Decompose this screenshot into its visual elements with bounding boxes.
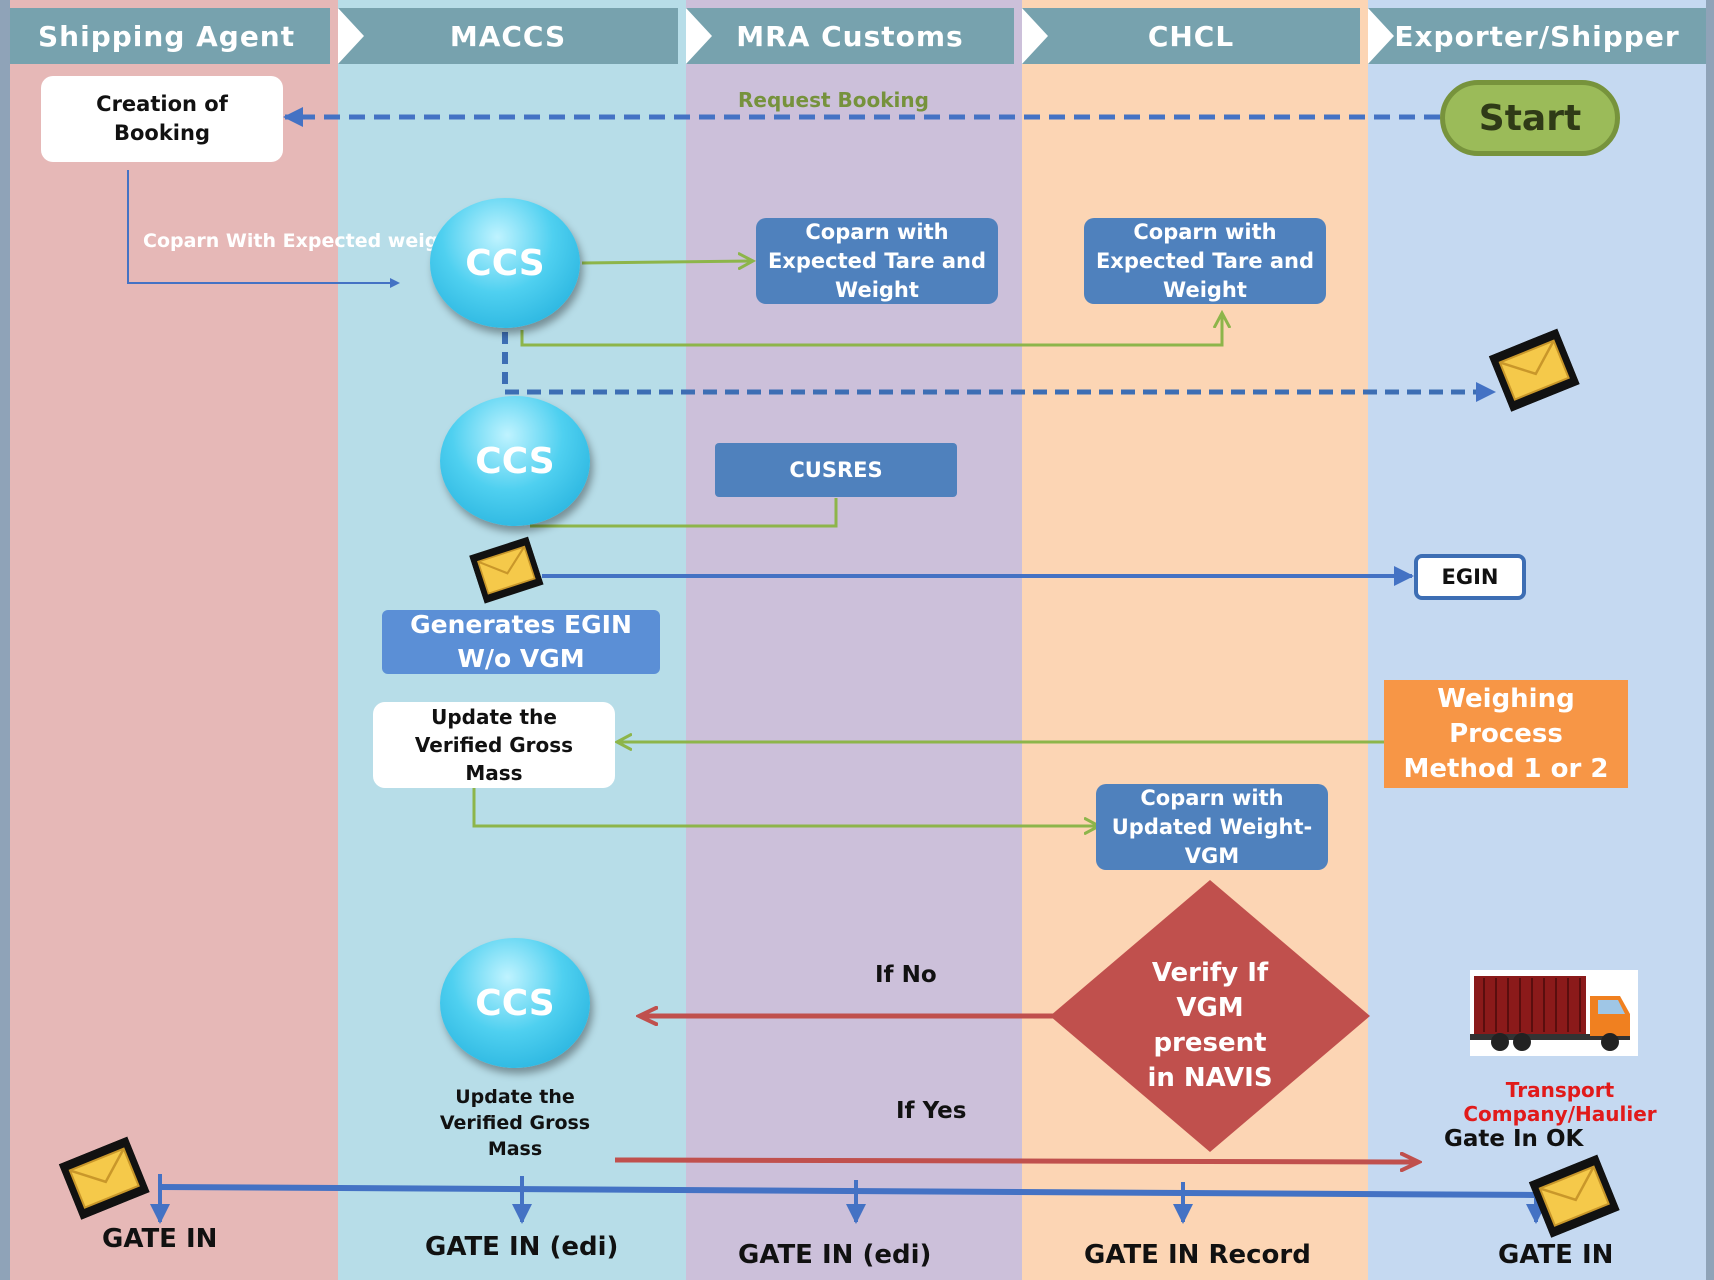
gate-in-shipping-agent: GATE IN — [102, 1224, 218, 1254]
envelope-icon — [1488, 328, 1582, 415]
lane-header-maccs: MACCS — [338, 8, 678, 64]
envelope-icon — [1528, 1154, 1622, 1241]
edge-ccs-to-coparn-mra — [581, 261, 752, 263]
ccs-node-2: CCS — [440, 396, 590, 526]
edge-cusres-to-ccs — [530, 498, 838, 528]
header-chevron — [686, 8, 712, 64]
update-vgm-box: Update the Verified Gross Mass — [373, 702, 615, 788]
verify-vgm-diamond — [1050, 880, 1370, 1152]
egin-box: EGIN — [1414, 554, 1526, 600]
edge-booking-to-ccs — [127, 170, 400, 288]
header-chevron — [1368, 8, 1394, 64]
cusres-box: CUSRES — [715, 443, 957, 497]
edge-if-yes — [614, 1160, 1418, 1162]
lane-exporter-shipper — [1368, 0, 1706, 1280]
coparn-updated-box: Coparn with Updated Weight- VGM — [1096, 784, 1328, 870]
generates-egin-box: Generates EGIN W/o VGM — [382, 610, 660, 674]
envelope-icon — [469, 536, 545, 608]
lane-header-exporter-shipper: Exporter/Shipper — [1368, 8, 1706, 64]
gate-in-ok-label: Gate In OK — [1444, 1126, 1584, 1152]
update-vgm-text: Update the Verified Gross Mass — [439, 1086, 591, 1160]
truck-icon — [1470, 970, 1638, 1056]
verify-vgm-label: Verify If VGM present in NAVIS — [1147, 958, 1273, 1093]
coparn-mra-box: Coparn with Expected Tare and Weight — [756, 218, 998, 304]
ccs-node-3: CCS — [440, 938, 590, 1068]
start-node: Start — [1440, 80, 1620, 156]
header-chevron — [338, 8, 364, 64]
transport-company-label: Transport Company/Haulier — [1463, 1078, 1657, 1126]
lane-header-chcl: CHCL — [1022, 8, 1360, 64]
header-chevron — [1022, 8, 1048, 64]
request-booking-label: Request Booking — [738, 88, 929, 112]
lane-header-mra-customs: MRA Customs — [686, 8, 1014, 64]
envelope-icon — [58, 1136, 152, 1223]
weighing-process-box: Weighing Process Method 1 or 2 — [1384, 680, 1628, 788]
creation-of-booking-box: Creation of Booking — [41, 76, 283, 162]
if-yes-label: If Yes — [896, 1098, 967, 1124]
edge-ccs-to-coparn-chcl — [520, 314, 1222, 347]
gate-in-timeline — [159, 1184, 1537, 1198]
lane-mra-customs — [686, 0, 1022, 1280]
lane-header-shipping-agent: Shipping Agent — [10, 8, 330, 64]
gate-in-chcl: GATE IN Record — [1084, 1240, 1311, 1270]
gate-in-exporter: GATE IN — [1498, 1240, 1614, 1270]
coparn-expected-weight-label: Coparn With Expected weight — [143, 230, 461, 252]
lane-shipping-agent — [10, 0, 338, 1280]
coparn-chcl-box: Coparn with Expected Tare and Weight — [1084, 218, 1326, 304]
if-no-label: If No — [875, 962, 937, 988]
edge-update-to-coparn — [472, 788, 1098, 826]
ccs-node-1: CCS — [430, 198, 580, 328]
gate-in-maccs: GATE IN (edi) — [425, 1232, 619, 1262]
gate-in-mra: GATE IN (edi) — [738, 1240, 932, 1270]
